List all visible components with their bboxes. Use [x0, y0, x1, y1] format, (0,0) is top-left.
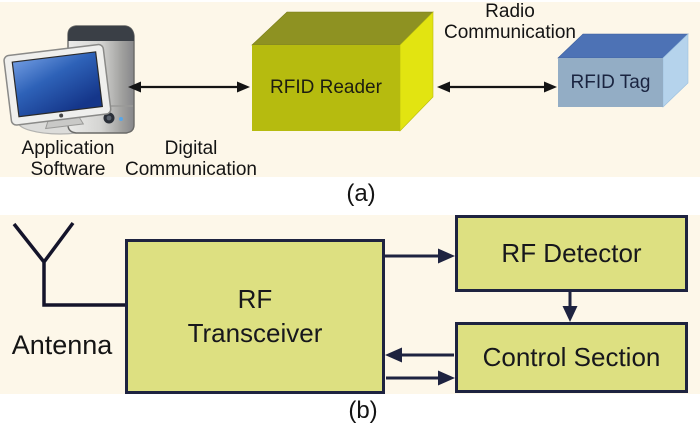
- antenna-icon: [12, 221, 125, 307]
- transceiver-detector-arrow: [385, 248, 455, 264]
- radio-communication-label: Radio Communication: [444, 1, 576, 43]
- rfid-tag-label: RFID Tag: [570, 71, 651, 93]
- digital-communication-label: Digital Communication: [125, 138, 257, 180]
- rf-transceiver-label: RF Transceiver: [187, 283, 323, 348]
- detector-control-arrow: [562, 292, 578, 322]
- control-transceiver-arrow: [385, 347, 454, 363]
- computer-illustration: [3, 25, 135, 135]
- transceiver-control-arrow: [386, 370, 455, 386]
- antenna-label: Antenna: [11, 330, 113, 360]
- reader-tag-arrow: [437, 81, 557, 93]
- caption-b: (b): [348, 397, 378, 424]
- caption-a: (a): [346, 180, 376, 207]
- rf-transceiver-box: RF Transceiver: [125, 239, 385, 394]
- rf-detector-label: RF Detector: [501, 237, 642, 268]
- control-section-label: Control Section: [482, 341, 661, 372]
- control-section-box: Control Section: [455, 322, 688, 393]
- rfid-tag-box: [557, 33, 689, 108]
- rfid-reader-box: [251, 11, 434, 132]
- computer-reader-arrow: [128, 81, 250, 93]
- rf-detector-box: RF Detector: [455, 215, 688, 292]
- application-software-label: Application Software: [21, 138, 115, 180]
- rfid-reader-label: RFID Reader: [270, 77, 382, 98]
